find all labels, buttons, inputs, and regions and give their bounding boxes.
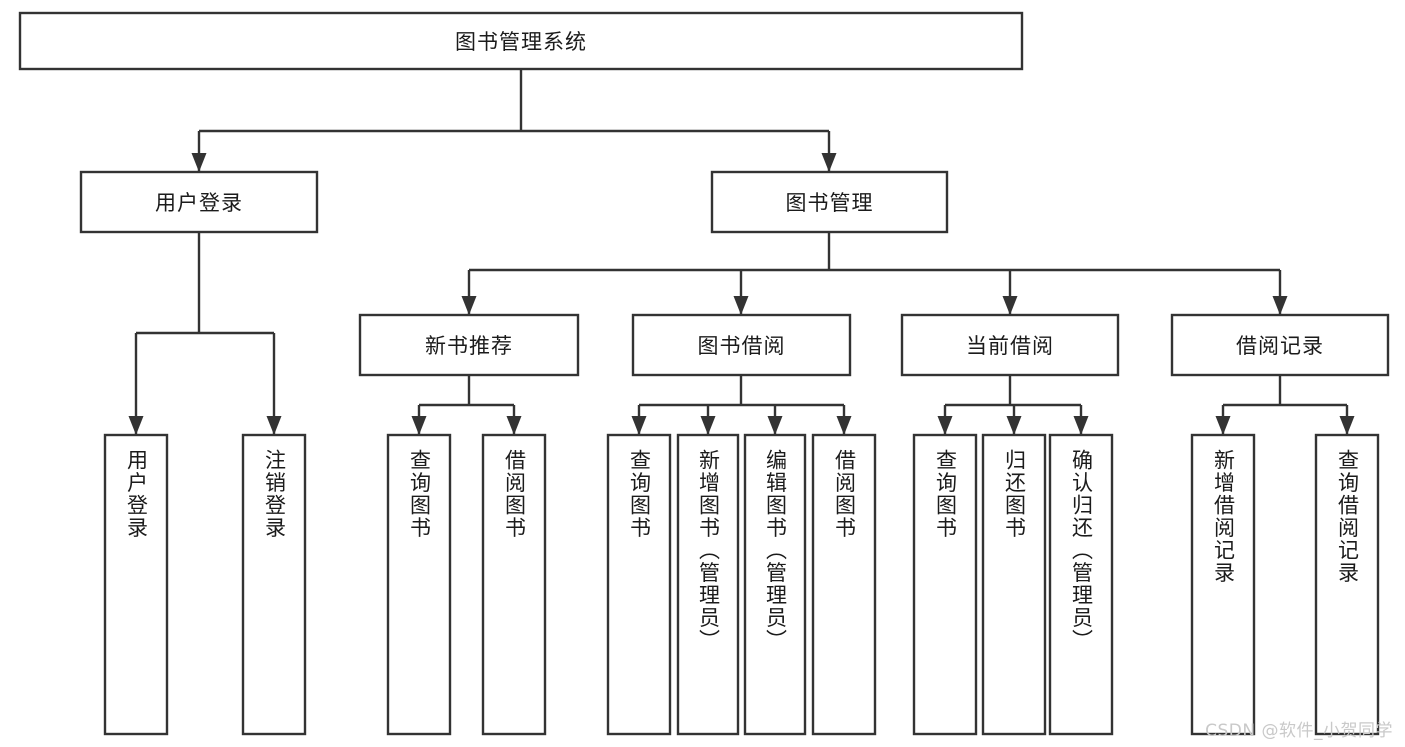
arrow-head-icon <box>1073 416 1089 435</box>
arrow-head-icon <box>1006 416 1022 435</box>
node-box-leaf-user-login[interactable] <box>103 433 169 736</box>
node-box-leaf-query-record[interactable] <box>1314 433 1380 736</box>
arrow-head-icon <box>191 153 207 172</box>
node-box-leaf-edit-book[interactable] <box>743 433 807 736</box>
arrow-head-icon <box>767 416 783 435</box>
arrow-head-icon <box>1002 296 1018 315</box>
node-box-borrow-record[interactable] <box>1170 313 1390 377</box>
node-box-current-borrow[interactable] <box>900 313 1120 377</box>
arrow-head-icon <box>700 416 716 435</box>
node-box-book-borrow[interactable] <box>631 313 852 377</box>
arrow-head-icon <box>836 416 852 435</box>
node-box-leaf-borrow-book-rec[interactable] <box>481 433 547 736</box>
node-box-leaf-borrow-book[interactable] <box>811 433 877 736</box>
node-box-root[interactable] <box>18 11 1024 71</box>
node-box-leaf-query-book-cur[interactable] <box>912 433 978 736</box>
arrow-head-icon <box>128 416 144 435</box>
node-box-leaf-query-book-rec[interactable] <box>386 433 452 736</box>
watermark-text: CSDN @软件_小贺同学 <box>1205 721 1393 741</box>
arrow-head-icon <box>733 296 749 315</box>
arrow-head-icon <box>821 153 837 172</box>
node-box-leaf-add-record[interactable] <box>1190 433 1256 736</box>
arrow-head-icon <box>266 416 282 435</box>
arrow-head-icon <box>1215 416 1231 435</box>
node-box-leaf-query-book[interactable] <box>606 433 672 736</box>
arrow-head-icon <box>461 296 477 315</box>
connectors-layer <box>128 69 1355 435</box>
node-box-new-book-rec[interactable] <box>358 313 580 377</box>
arrow-head-icon <box>411 416 427 435</box>
node-box-leaf-confirm-return[interactable] <box>1048 433 1114 736</box>
arrow-head-icon <box>937 416 953 435</box>
arrow-head-icon <box>1339 416 1355 435</box>
node-boxes-layer <box>18 11 1390 736</box>
arrow-head-icon <box>1272 296 1288 315</box>
node-box-book-manage[interactable] <box>710 170 949 234</box>
node-box-leaf-logout[interactable] <box>241 433 307 736</box>
arrow-head-icon <box>631 416 647 435</box>
node-box-leaf-add-book[interactable] <box>676 433 740 736</box>
arrow-head-icon <box>506 416 522 435</box>
node-box-user-login[interactable] <box>79 170 319 234</box>
node-box-leaf-return-book[interactable] <box>981 433 1047 736</box>
